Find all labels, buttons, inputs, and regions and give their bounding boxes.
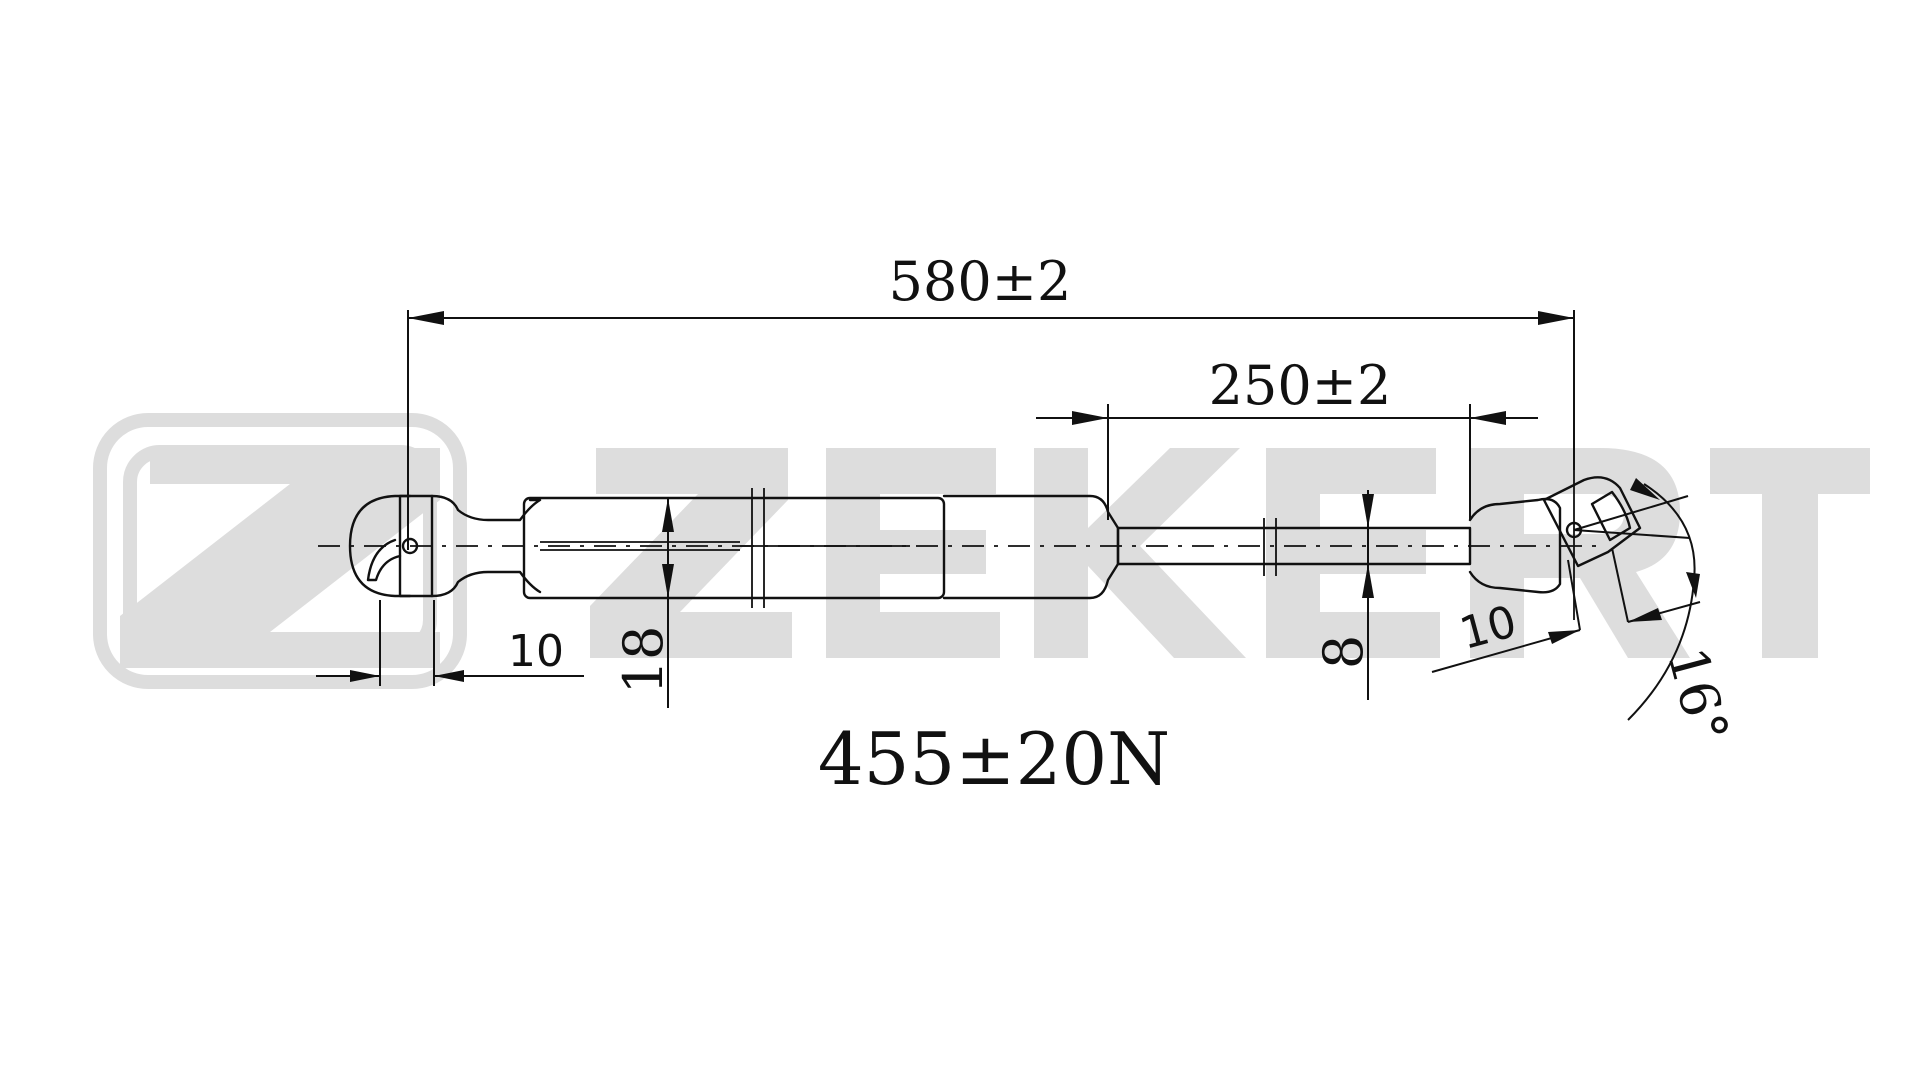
watermark-z-badge-icon (93, 413, 467, 689)
arrowhead-left (408, 311, 444, 325)
dimension-cylinder-diameter: 18 (612, 498, 675, 708)
arrowhead-fitting-left (350, 670, 380, 682)
left-end-fitting (348, 494, 542, 598)
rod-diameter-label: 8 (1312, 635, 1375, 669)
arrowhead-angle-bottom (1686, 572, 1700, 598)
dimension-rod-diameter: 8 (1312, 490, 1375, 700)
dimension-stroke: 250±2 (1036, 354, 1538, 520)
arrowhead-stroke-right (1470, 411, 1506, 425)
right-end-fitting (1468, 470, 1642, 620)
left-fitting-label: 10 (508, 626, 564, 677)
dimension-right-fitting: 10 (1431, 547, 1701, 673)
cylinder (522, 488, 946, 608)
watermark-letters (590, 448, 1870, 658)
overall-length-label: 580±2 (889, 250, 1072, 313)
cylinder-diameter-label: 18 (612, 626, 675, 695)
gas-spring (318, 470, 1642, 620)
arrowhead-angle-top (1630, 478, 1660, 500)
arrowhead-rod-bottom (1362, 564, 1374, 598)
stroke-length-label: 250±2 (1209, 354, 1392, 417)
zekert-watermark-logo (93, 413, 1870, 689)
arrowhead-right-fitting-a (1548, 630, 1580, 644)
left-eyelet-hole (401, 537, 419, 555)
arrowhead-rod-top (1362, 494, 1374, 528)
arrowhead-right (1538, 311, 1574, 325)
dimension-overall-length: 580±2 (407, 250, 1575, 550)
force-label: 455±20N (818, 717, 1170, 801)
arrowhead-fitting-right (434, 670, 464, 682)
swivel-angle-label: 16° (1655, 641, 1741, 750)
arrowhead-stroke-left (1072, 411, 1108, 425)
arrowhead-diameter-top (662, 498, 674, 532)
arrowhead-right-fitting-b (1628, 608, 1662, 622)
piston-rod (1116, 518, 1472, 576)
arrowhead-diameter-bottom (662, 564, 674, 598)
dimension-left-fitting: 10 (316, 600, 584, 686)
